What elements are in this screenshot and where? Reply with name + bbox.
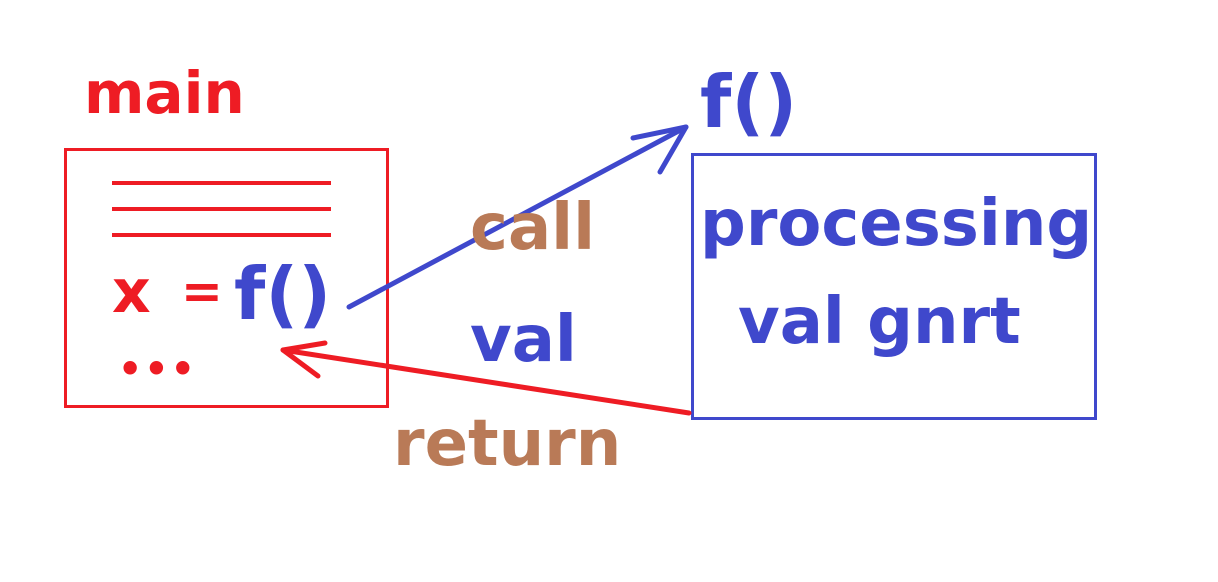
return-arrow bbox=[280, 340, 692, 416]
code-line-1 bbox=[112, 181, 331, 185]
call-arrow bbox=[346, 124, 689, 310]
call-expression: f() bbox=[234, 252, 332, 336]
continuation-dots: ••• bbox=[118, 347, 197, 391]
function-line-processing: processing bbox=[700, 187, 1093, 261]
return-label: return bbox=[393, 407, 622, 481]
code-line-2 bbox=[112, 207, 331, 211]
main-title: main bbox=[84, 59, 245, 127]
function-line-val-gnrt: val gnrt bbox=[738, 285, 1021, 359]
assign-operator: = bbox=[181, 262, 223, 320]
assign-variable: x bbox=[112, 257, 151, 327]
call-label: call bbox=[470, 191, 595, 265]
main-box bbox=[64, 148, 389, 408]
code-line-3 bbox=[112, 233, 331, 237]
function-box bbox=[691, 153, 1097, 420]
function-title: f() bbox=[700, 60, 798, 144]
return-value-label: val bbox=[470, 303, 577, 377]
